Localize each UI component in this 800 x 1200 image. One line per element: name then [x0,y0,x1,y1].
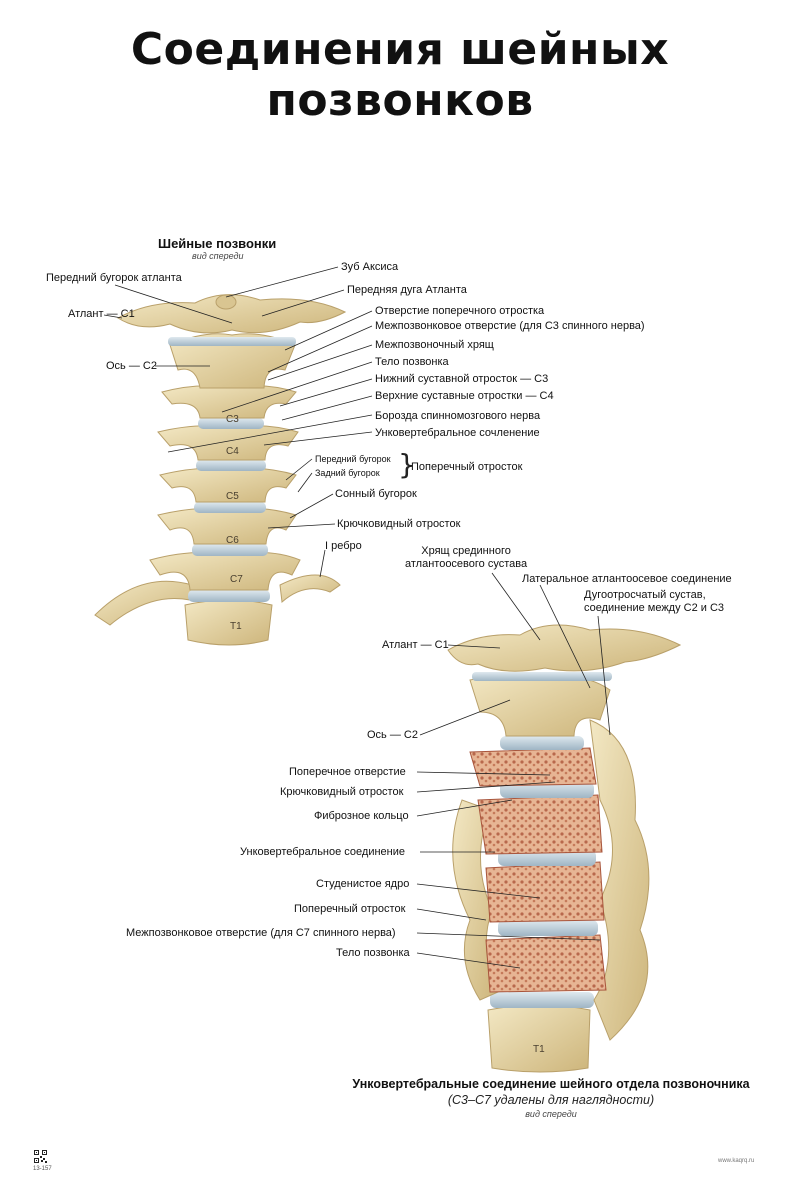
website-link[interactable]: www.kaqrq.ru [718,1158,755,1164]
label-atlas-c1-fig2: Атлант — C1 [382,639,449,651]
figure1-heading: Шейные позвонки [158,236,277,251]
label-spinal-nerve-groove: Борозда спинномозгового нерва [375,410,541,422]
fig2-disc-c3 [500,736,584,750]
caption-title: Унковертебральные соединение шейного отд… [352,1077,750,1091]
fig1-disc-c3 [198,418,264,429]
first-rib-left [94,580,193,626]
fig2-c2 [469,673,611,737]
qr-code-icon [34,1150,47,1163]
fig1-dens [215,294,237,310]
label-inferior-articular: Нижний суставной отросток — C3 [375,373,549,385]
poster-code: 13-157 [33,1166,52,1172]
label-zygapophyseal: Дугоотросчатый сустав, соединение между … [584,589,725,614]
label-lateral-atlantoaxial: Латеральное атлантоосевое соединение [522,573,732,585]
fig2-disc-c6 [498,920,598,936]
vertebra-mark-c5: C5 [226,491,239,502]
label-first-rib: I ребро [325,540,362,552]
fig2-c6-section [485,861,605,923]
figure2-caption: Унковертебральные соединение шейного отд… [336,1077,766,1119]
fig2-disc-c4 [500,782,594,798]
fig1-disc-c4 [196,460,266,471]
fig2-c5-section [477,794,603,855]
label-intervertebral-disc: Межпозвоночный хрящ [375,339,494,351]
fig2-c3-section [469,747,597,787]
vertebra-mark-c6: C6 [226,535,239,546]
figure1-leaders [103,266,373,578]
fig1-c2 [169,333,296,389]
vertebra-mark-c4: C4 [226,446,239,457]
vertebra-mark-c7: C7 [230,574,243,585]
label-anterior-tubercle: Передний бугорок [315,454,391,464]
transverse-process-brace: } [398,448,416,481]
label-atlas-c1: Атлант — C1 [68,308,135,320]
label-uncinate-process-fig2: Крючковидный отросток [280,786,404,798]
label-transverse-process-fig2: Поперечный отросток [294,903,406,915]
fig1-t1 [184,599,273,646]
label-transverse-foramen: Отверстие поперечного отростка [375,305,545,317]
label-superior-articular: Верхние суставные отростки — C4 [375,390,554,402]
label-axis-c2: Ось — C2 [106,360,157,372]
fig2-disc-c7 [490,992,594,1008]
fig2-t1 [487,1004,591,1073]
label-nucleus: Студенистое ядро [316,878,410,890]
figure1-spine [94,294,347,646]
first-rib-right [279,574,341,603]
vertebra-mark-t1-fig2: T1 [533,1044,545,1055]
label-anterior-arch: Передняя дуга Атланта [347,284,467,296]
fig2-disc-c2 [472,672,612,681]
caption-view: вид спереди [525,1109,577,1119]
fig1-disc-c5 [194,502,266,513]
label-vertebral-body: Тело позвонка [375,356,449,368]
label-carotid-tubercle: Сонный бугорок [335,488,417,500]
label-intervertebral-foramen: Межпозвонковое отверстие (для C3 спинног… [375,320,645,332]
fig1-disc-c2 [168,337,296,346]
fig2-c7-section [485,934,607,993]
label-uncovertebral-joint: Унковертебральное сочленение [375,427,540,439]
label-uncinate-process: Крючковидный отросток [337,518,461,530]
label-transverse-foramen-fig2: Поперечное отверстие [289,766,406,778]
label-transverse-process: Поперечный отросток [411,461,523,473]
vertebra-mark-c3: C3 [226,414,239,425]
label-posterior-tubercle: Задний бугорок [315,468,380,478]
label-median-atlantoaxial: Хрящ срединного атлантоосевого сустава [405,545,528,570]
figure1-subheading: вид спереди [192,251,244,261]
label-dens: Зуб Аксиса [341,261,399,273]
fig1-disc-c7 [188,590,270,602]
fig2-disc-c5 [498,850,596,866]
fig2-posterior-elements [589,719,650,1041]
vertebra-mark-t1: T1 [230,621,242,632]
page-title: Соединения шейных позвонков [130,24,670,126]
label-intervertebral-foramen-c7: Межпозвонковое отверстие (для C7 спинног… [126,927,396,939]
figure2-spine [447,624,682,1073]
label-annulus: Фиброзное кольцо [314,810,409,822]
label-vertebral-body-fig2: Тело позвонка [336,947,410,959]
fig2-left-lateral [452,799,499,1001]
label-anterior-tubercle-atlas: Передний бугорок атланта [46,272,182,284]
fig1-disc-c6 [192,544,268,556]
label-uncovertebral-fig2: Унковертебральное соединение [240,846,406,858]
figure2-leaders [416,572,611,969]
label-axis-c2-fig2: Ось — C2 [367,729,418,741]
fig2-c1 [447,624,682,672]
caption-note: (C3–C7 удалены для наглядности) [447,1093,655,1107]
